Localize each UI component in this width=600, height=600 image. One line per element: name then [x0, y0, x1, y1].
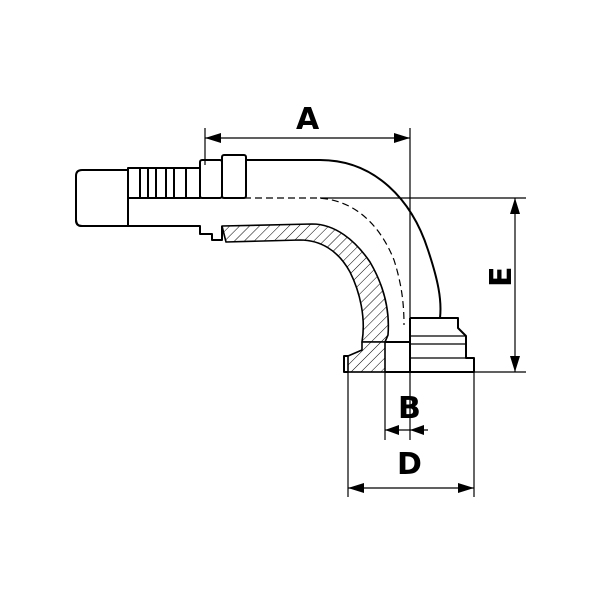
dimension-b-label: B — [398, 391, 421, 426]
flange — [343, 317, 475, 373]
bore-hidden-line — [200, 197, 405, 326]
dimension-a-label: A — [296, 102, 320, 137]
hose-tail — [75, 154, 247, 241]
dimension-d: D — [347, 372, 475, 497]
bend-outer-profile — [246, 159, 442, 319]
dimension-b: B — [384, 372, 428, 440]
fitting-body — [75, 154, 475, 373]
dimension-d-label: D — [397, 447, 422, 482]
dimension-a: A — [204, 102, 411, 318]
dimension-e-label: E — [484, 267, 519, 288]
section-hatching — [221, 223, 390, 343]
dimension-e: E — [320, 197, 526, 373]
